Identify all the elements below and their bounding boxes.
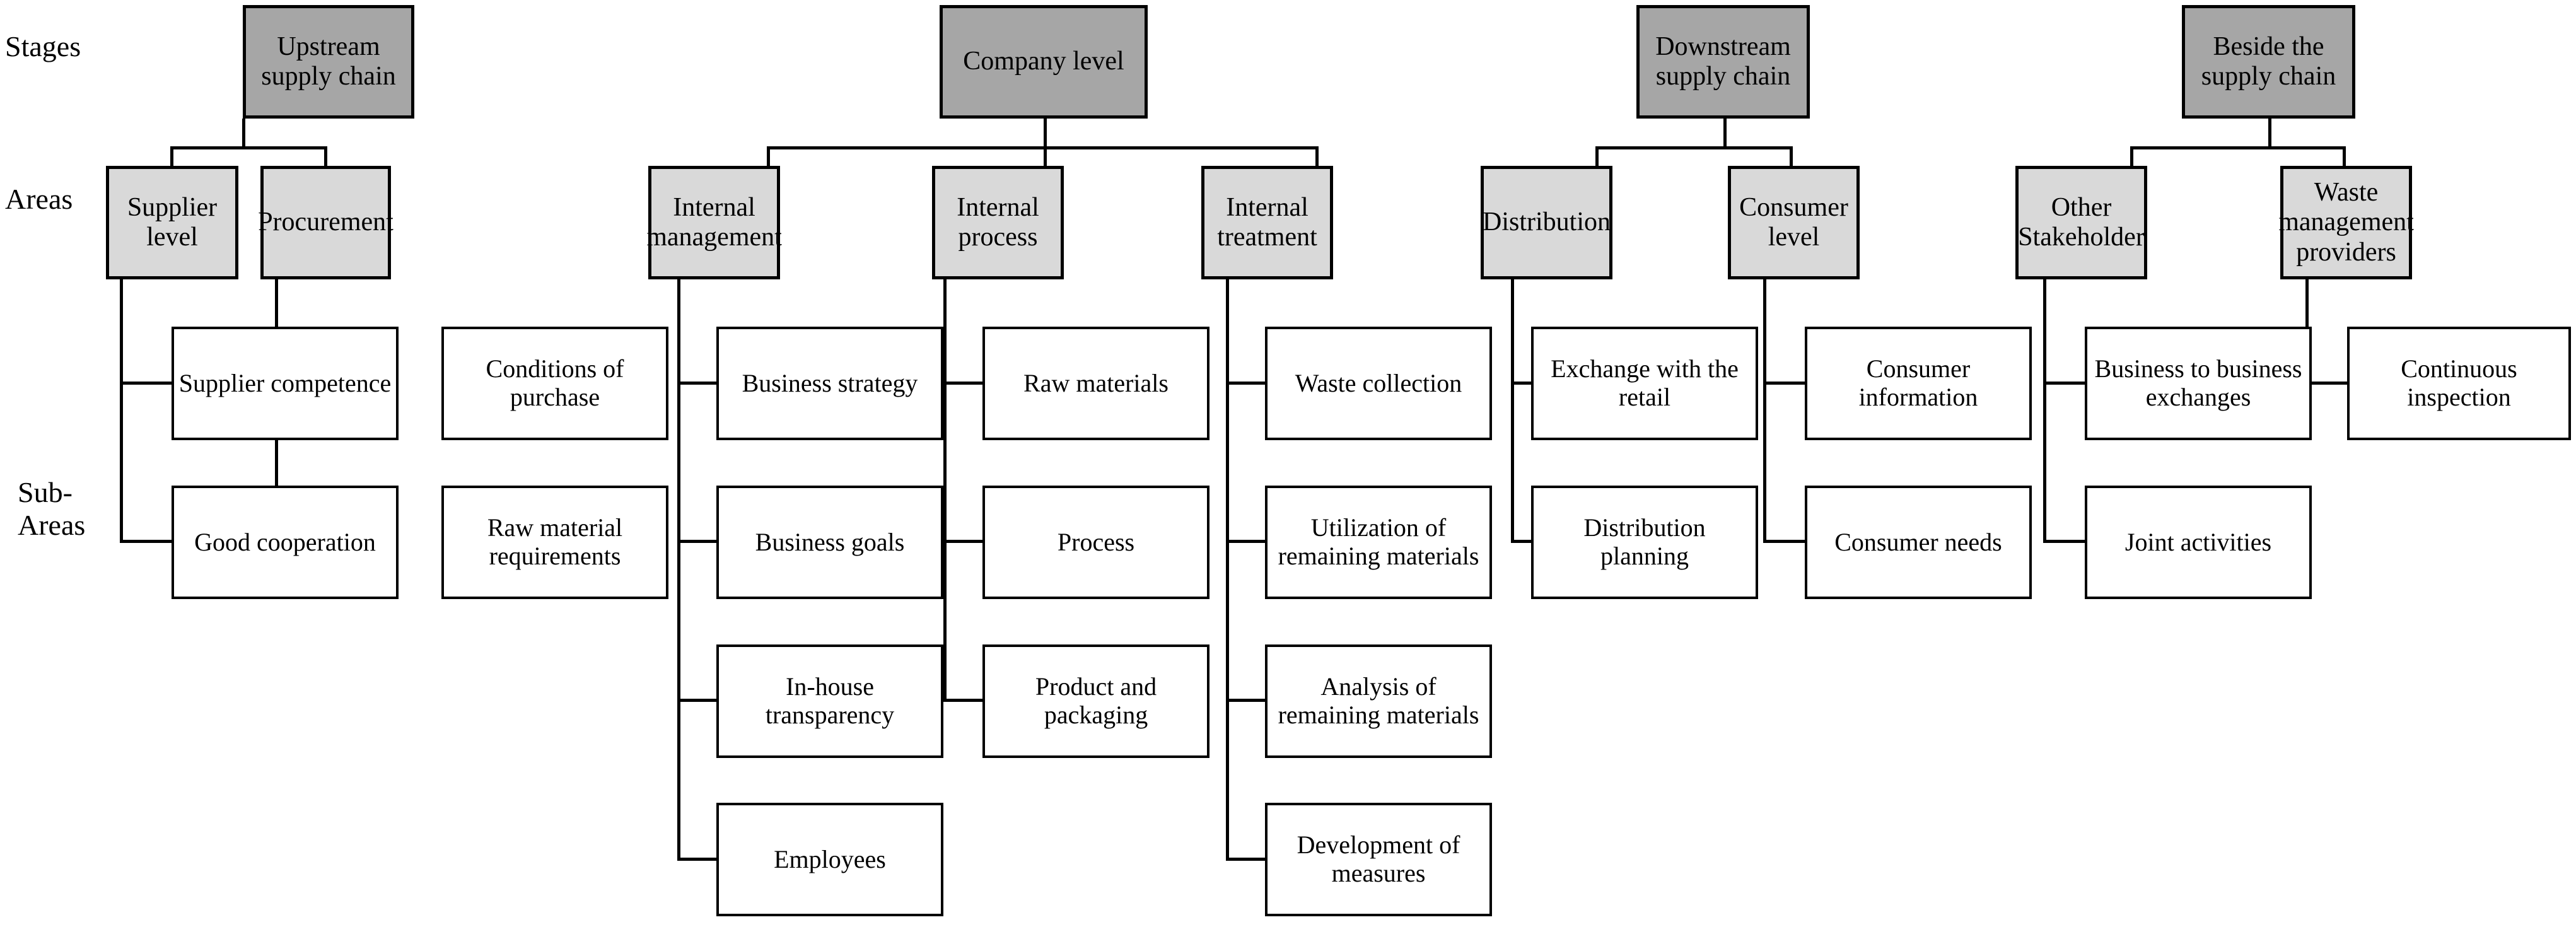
connector-procurement-stem [324,146,327,167]
sub-area-box-business-strategy[interactable]: Business strategy [716,327,943,440]
spine-supplier-level [120,279,123,542]
tick-internal-process-1 [943,382,985,385]
sub-area-box-raw-material-requirements[interactable]: Raw material requirements [441,486,668,599]
tick-other-stakeholder-2 [2043,540,2085,543]
tick-waste-management-providers-1 [2305,382,2347,385]
connector-company-drop [1044,119,1047,148]
connector-downstream-bus [1595,146,1793,149]
sub-area-box-business-goals[interactable]: Business goals [716,486,943,599]
tick-other-stakeholder-1 [2043,382,2085,385]
connector-supplier-level-stem [170,146,173,167]
area-box-internal-process[interactable]: Internal process [932,166,1064,279]
spine-internal-treatment [1226,279,1229,860]
spine-other-stakeholder [2043,279,2046,542]
row-label-sub-areas: Sub- Areas [18,476,86,541]
area-box-internal-management[interactable]: Internal management [646,166,782,279]
tick-internal-process-2 [943,540,985,543]
sub-area-box-utilization-of-remaining-materials[interactable]: Utilization of remaining materials [1265,486,1492,599]
connector-company-bus [767,146,1319,149]
stage-box-downstream[interactable]: Downstream supply chain [1636,5,1810,119]
spine-internal-process [943,279,947,701]
sub-area-box-continuous-inspection[interactable]: Continuous inspection [2347,327,2571,440]
sub-area-box-business-to-business-exchanges[interactable]: Business to business exchanges [2085,327,2312,440]
tick-consumer-level-1 [1763,382,1805,385]
area-box-consumer-level[interactable]: Consumer level [1728,166,1860,279]
tick-internal-management-3 [677,699,719,702]
tick-internal-management-4 [677,858,719,861]
tick-supplier-level-1 [120,382,173,385]
connector-internal-process-stem [1044,146,1047,167]
stage-box-company-level[interactable]: Company level [940,5,1148,119]
area-box-supplier-level[interactable]: Supplier level [106,166,238,279]
tick-internal-treatment-4 [1226,858,1268,861]
tick-internal-treatment-3 [1226,699,1268,702]
connector-beside-drop [2268,119,2271,148]
sub-area-box-process[interactable]: Process [982,486,1209,599]
sub-area-box-consumer-needs[interactable]: Consumer needs [1805,486,2032,599]
connector-other-stakeholder-stem [2130,146,2133,167]
sub-area-box-product-and-packaging[interactable]: Product and packaging [982,644,1209,758]
sub-area-box-employees[interactable]: Employees [716,803,943,916]
area-box-distribution[interactable]: Distribution [1481,166,1612,279]
tick-internal-treatment-1 [1226,382,1268,385]
connector-internal-treatment-stem [1315,146,1319,167]
connector-internal-management-stem [767,146,770,167]
spine-distribution [1511,279,1514,542]
sub-area-box-development-of-measures[interactable]: Development of measures [1265,803,1492,916]
sub-area-box-waste-collection[interactable]: Waste collection [1265,327,1492,440]
connector-consumer-level-stem [1790,146,1793,167]
spine-internal-management [677,279,680,860]
connector-distribution-stem [1595,146,1599,167]
row-label-stages: Stages [5,30,81,62]
connector-upstream-bus [170,146,327,149]
area-box-waste-management-providers[interactable]: Waste management providers [2278,166,2414,279]
sub-area-box-joint-activities[interactable]: Joint activities [2085,486,2312,599]
connector-beside-bus [2130,146,2346,149]
sub-area-box-exchange-with-the-retail[interactable]: Exchange with the retail [1531,327,1758,440]
tick-consumer-level-2 [1763,540,1805,543]
stage-box-upstream[interactable]: Upstream supply chain [243,5,414,119]
sub-area-box-consumer-information[interactable]: Consumer information [1805,327,2032,440]
sub-area-box-analysis-of-remaining-materials[interactable]: Analysis of remaining materials [1265,644,1492,758]
stage-box-beside[interactable]: Beside the supply chain [2182,5,2355,119]
connector-upstream-drop [242,119,245,148]
connector-waste-management-stem [2343,146,2346,167]
tick-internal-management-2 [677,540,719,543]
sub-area-box-in-house-transparency[interactable]: In-house transparency [716,644,943,758]
tick-internal-process-3 [943,699,985,702]
connector-downstream-drop [1723,119,1727,148]
sub-area-box-raw-materials[interactable]: Raw materials [982,327,1209,440]
tick-internal-treatment-2 [1226,540,1268,543]
area-box-procurement[interactable]: Procurement [258,166,393,279]
area-box-other-stakeholder[interactable]: Other Stakeholder [2015,166,2147,279]
sub-area-box-distribution-planning[interactable]: Distribution planning [1531,486,1758,599]
sub-area-box-supplier-competence[interactable]: Supplier competence [172,327,399,440]
sub-area-box-good-cooperation[interactable]: Good cooperation [172,486,399,599]
tick-internal-management-1 [677,382,719,385]
area-box-internal-treatment[interactable]: Internal treatment [1201,166,1333,279]
tick-supplier-level-2 [120,540,173,543]
row-label-areas: Areas [5,183,73,215]
spine-consumer-level [1763,279,1766,542]
sub-area-box-conditions-of-purchase[interactable]: Conditions of purchase [441,327,668,440]
